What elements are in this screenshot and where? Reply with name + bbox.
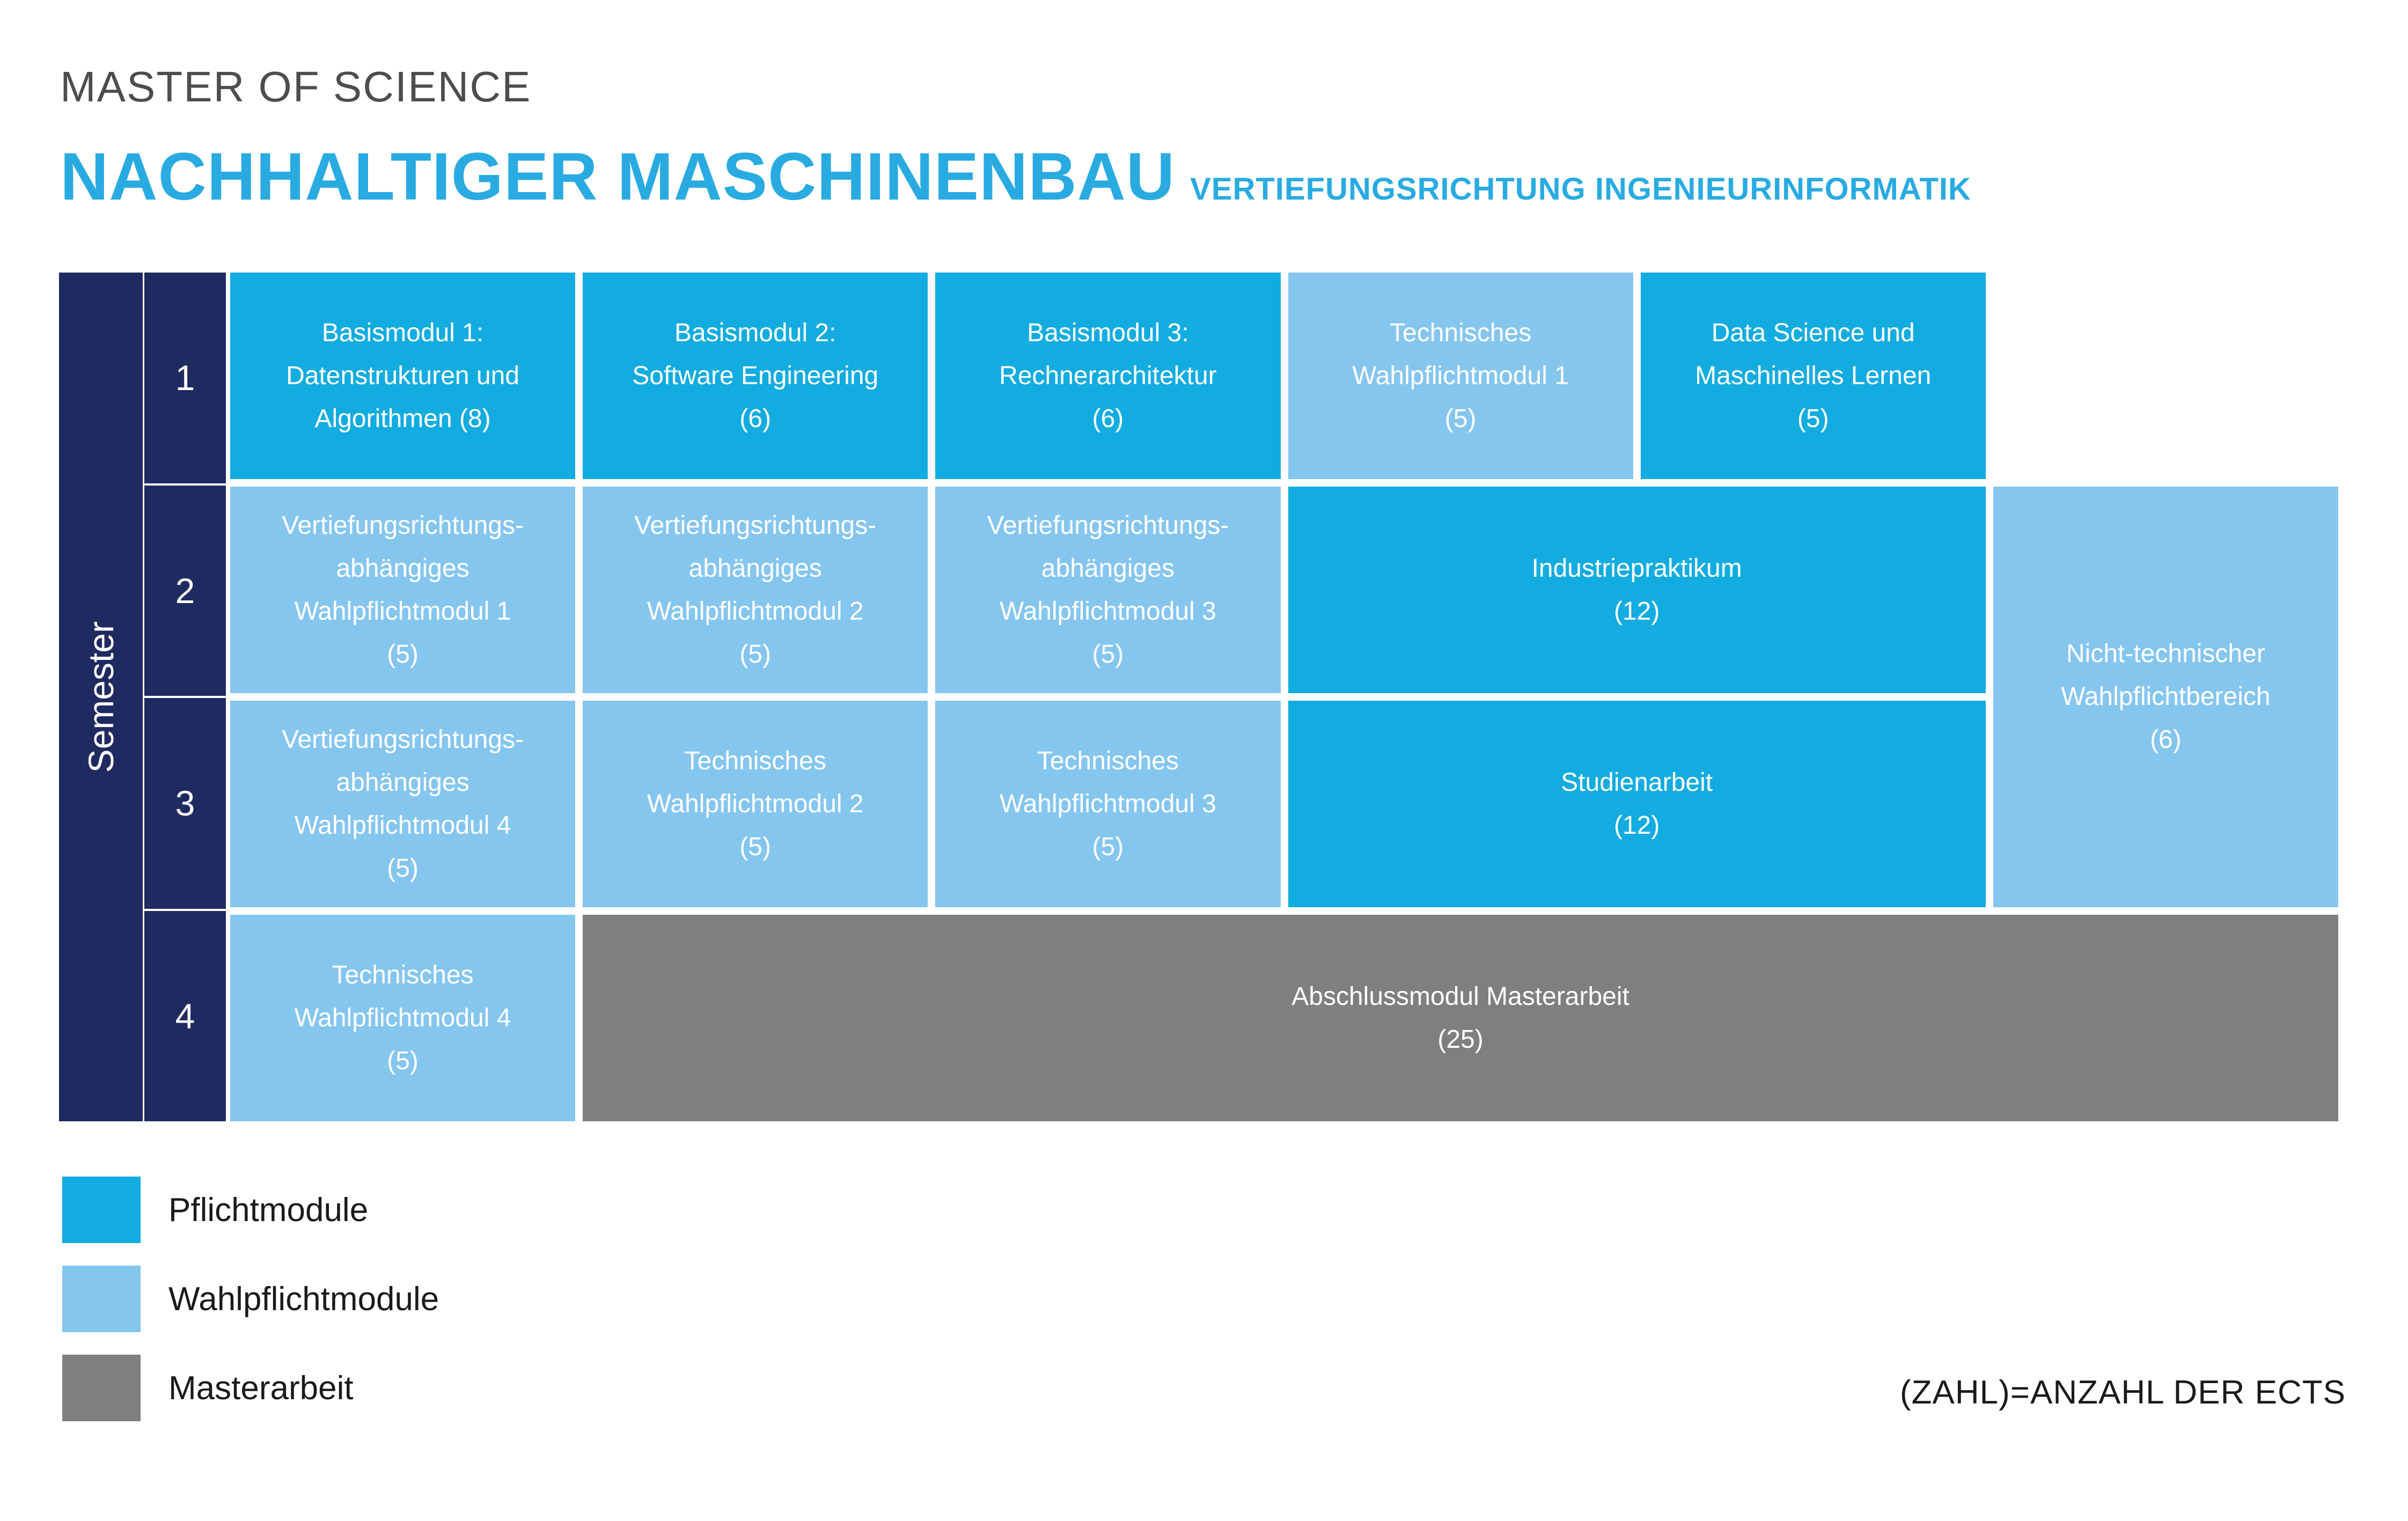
legend-item-masterarbeit: Masterarbeit <box>62 1355 439 1421</box>
basismodul-3-cell: Basismodul 3: Rechnerarchitektur (6) <box>935 273 1281 479</box>
program-title-row: NACHHALTIGER MASCHINENBAU VERTIEFUNGSRIC… <box>60 138 1971 215</box>
data-science-maschinelles-lernen-cell: Data Science und Maschinelles Lernen (5) <box>1640 273 1986 479</box>
masterarbeit-color-swatch <box>62 1355 141 1421</box>
curriculum-table: Semester 1 2 3 4 Basismodul 1: Datenstru… <box>59 273 2338 1121</box>
semester-axis-label: Semester <box>81 621 121 773</box>
semester-number-column: 1 2 3 4 <box>144 273 226 1121</box>
legend-label-pflichtmodule: Pflichtmodule <box>168 1191 369 1229</box>
specialization-subtitle: VERTIEFUNGSRICHTUNG INGENIEURINFORMATIK <box>1190 172 1971 207</box>
vertiefungs-wahlpflichtmodul-2-cell: Vertiefungsrichtungs- abhängiges Wahlpfl… <box>583 487 928 693</box>
ects-footnote: (ZAHL)=ANZAHL DER ECTS <box>1900 1374 2346 1411</box>
semester-4-cell: 4 <box>144 908 226 1121</box>
module-grid: Basismodul 1: Datenstrukturen und Algori… <box>230 273 2338 1121</box>
technisches-wahlpflichtmodul-3-cell: Technisches Wahlpflichtmodul 3 (5) <box>935 701 1281 907</box>
legend-label-wahlpflichtmodule: Wahlpflichtmodule <box>168 1280 439 1318</box>
page-header: MASTER OF SCIENCE NACHHALTIGER MASCHINEN… <box>60 63 1971 215</box>
legend-label-masterarbeit: Masterarbeit <box>168 1369 354 1407</box>
studienarbeit-cell: Studienarbeit (12) <box>1288 701 1986 907</box>
abschlussmodul-masterarbeit-cell: Abschlussmodul Masterarbeit (25) <box>583 915 2338 1121</box>
semester-2-cell: 2 <box>144 483 226 696</box>
basismodul-2-cell: Basismodul 2: Software Engineering (6) <box>583 273 928 479</box>
wahlpflichtmodule-color-swatch <box>62 1266 141 1332</box>
vertiefungs-wahlpflichtmodul-1-cell: Vertiefungsrichtungs- abhängiges Wahlpfl… <box>230 487 576 693</box>
legend: Pflichtmodule Wahlpflichtmodule Masterar… <box>62 1177 439 1444</box>
technisches-wahlpflichtmodul-4-cell: Technisches Wahlpflichtmodul 4 (5) <box>230 915 576 1121</box>
technisches-wahlpflichtmodul-2-cell: Technisches Wahlpflichtmodul 2 (5) <box>583 701 928 907</box>
legend-item-wahlpflichtmodule: Wahlpflichtmodule <box>62 1266 439 1332</box>
industriepraktikum-cell: Industriepraktikum (12) <box>1288 487 1986 693</box>
vertiefungs-wahlpflichtmodul-3-cell: Vertiefungsrichtungs- abhängiges Wahlpfl… <box>935 487 1281 693</box>
semester-3-cell: 3 <box>144 696 226 909</box>
semester-axis: Semester <box>59 273 143 1121</box>
degree-title: MASTER OF SCIENCE <box>60 63 532 111</box>
vertiefungs-wahlpflichtmodul-4-cell: Vertiefungsrichtungs- abhängiges Wahlpfl… <box>230 701 576 907</box>
program-title: NACHHALTIGER MASCHINENBAU <box>60 139 1176 214</box>
basismodul-1-cell: Basismodul 1: Datenstrukturen und Algori… <box>230 273 576 479</box>
pflichtmodule-color-swatch <box>62 1177 141 1243</box>
semester-1-cell: 1 <box>144 273 226 483</box>
nicht-technischer-wahlpflichtbereich-cell: Nicht-technischer Wahlpflichtbereich (6) <box>1993 487 2338 907</box>
legend-item-pflichtmodule: Pflichtmodule <box>62 1177 439 1243</box>
technisches-wahlpflichtmodul-1-cell: Technisches Wahlpflichtmodul 1 (5) <box>1288 273 1633 479</box>
